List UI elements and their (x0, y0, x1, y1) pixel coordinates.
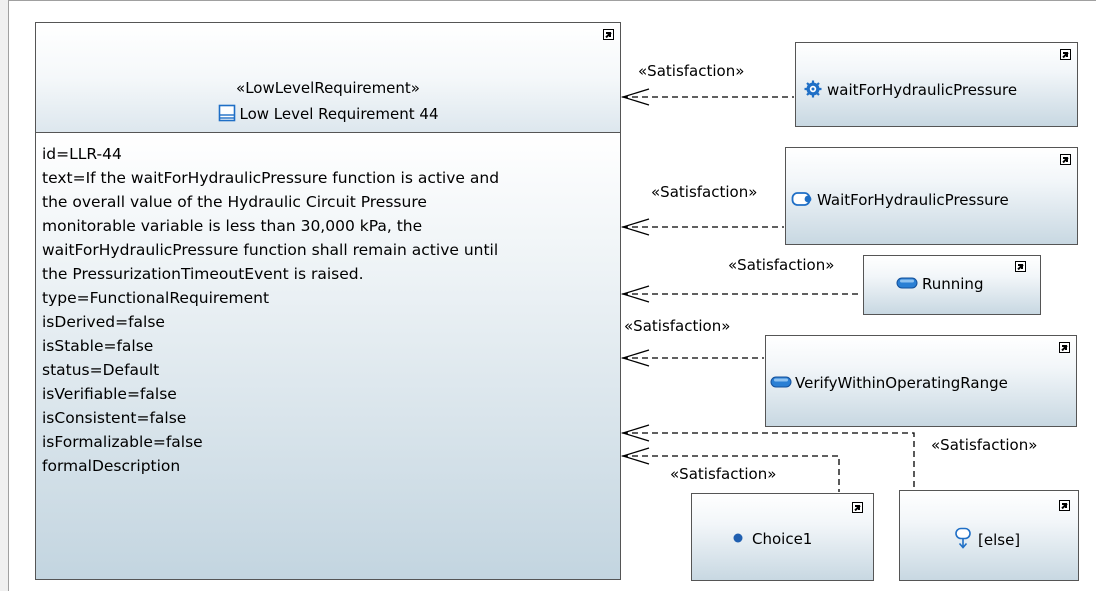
gear-icon (804, 80, 822, 98)
satisfaction-label: «Satisfaction» (651, 183, 758, 201)
state-icon (770, 376, 792, 388)
property-line: waitForHydraulicPressure function shall … (42, 241, 499, 259)
property-line: isDerived=false (42, 313, 165, 331)
arrow-head (620, 349, 650, 367)
expand-icon[interactable] (603, 29, 614, 40)
satisfaction-label: «Satisfaction» (931, 436, 1038, 454)
expand-icon[interactable] (1060, 49, 1071, 60)
expand-icon[interactable] (1059, 500, 1070, 511)
element-name: VerifyWithinOperatingRange (795, 374, 1008, 392)
element-name: [else] (978, 531, 1021, 549)
transition-icon (955, 527, 971, 549)
property-line: type=FunctionalRequirement (42, 289, 270, 307)
arrow-head (620, 218, 650, 236)
requirement-stereotype: «LowLevelRequirement» (236, 79, 420, 97)
requirement-title-row: Low Level Requirement 44 (36, 104, 620, 123)
transition-node[interactable]: [else] (899, 490, 1079, 581)
arrow-head (620, 88, 650, 106)
diagram-canvas[interactable]: «LowLevelRequirement» Low Level Requirem… (8, 0, 1096, 591)
state-icon (896, 277, 918, 289)
requirement-properties[interactable]: id=LLR-44 text=If the waitForHydraulicPr… (35, 133, 621, 580)
property-line: monitorable variable is less than 30,000… (42, 217, 423, 235)
expand-icon[interactable] (852, 502, 863, 513)
satisfaction-label: «Satisfaction» (670, 465, 777, 483)
property-line: id=LLR-44 (42, 145, 122, 163)
element-name: WaitForHydraulicPressure (817, 191, 1009, 209)
property-line: isVerifiable=false (42, 385, 177, 403)
property-line: status=Default (42, 361, 160, 379)
requirement-icon (218, 104, 235, 122)
state-node[interactable]: Running (863, 255, 1041, 315)
satisfaction-label: «Satisfaction» (624, 317, 731, 335)
property-line: formalDescription (42, 457, 181, 475)
state-node[interactable]: VerifyWithinOperatingRange (765, 335, 1077, 427)
state-machine-node[interactable]: WaitForHydraulicPressure (785, 147, 1078, 245)
arrow-head (620, 424, 650, 442)
requirement-header[interactable]: «LowLevelRequirement» Low Level Requirem… (35, 22, 621, 133)
state-machine-icon (791, 192, 812, 206)
property-line: isConsistent=false (42, 409, 187, 427)
element-name: Choice1 (752, 530, 813, 548)
expand-icon[interactable] (1060, 154, 1071, 165)
satisfaction-label: «Satisfaction» (728, 256, 835, 274)
expand-icon[interactable] (1015, 261, 1026, 272)
property-line: isFormalizable=false (42, 433, 203, 451)
element-name: Running (922, 275, 984, 293)
property-line: isStable=false (42, 337, 154, 355)
property-line: the PressurizationTimeoutEvent is raised… (42, 265, 364, 283)
arrow-head (620, 285, 650, 303)
choice-icon (733, 533, 743, 543)
choice-node[interactable]: Choice1 (691, 493, 874, 581)
arrow-head (620, 447, 650, 465)
function-node[interactable]: waitForHydraulicPressure (795, 42, 1078, 127)
expand-icon[interactable] (1059, 342, 1070, 353)
requirement-name: Low Level Requirement 44 (239, 105, 439, 123)
satisfaction-label: «Satisfaction» (638, 62, 745, 80)
element-name: waitForHydraulicPressure (827, 81, 1018, 99)
property-line: text=If the waitForHydraulicPressure fun… (42, 169, 500, 187)
property-line: the overall value of the Hydraulic Circu… (42, 193, 427, 211)
